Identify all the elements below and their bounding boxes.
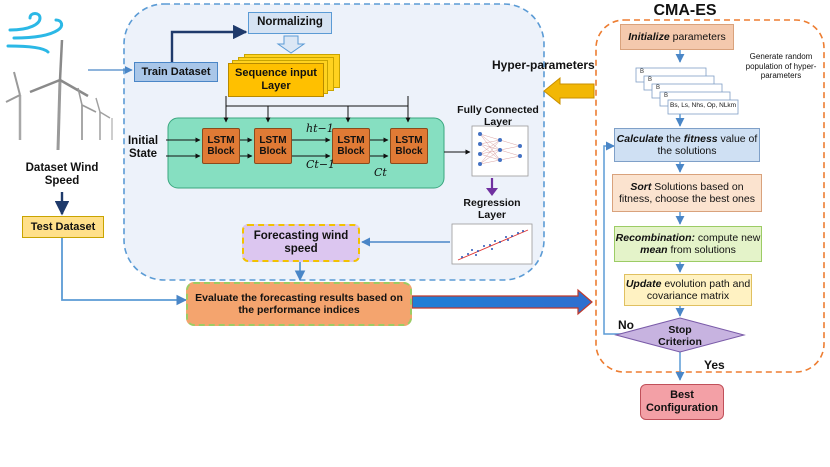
stack-line-last: Bs, Ls, Nhs, Op, NLkm bbox=[670, 102, 737, 109]
hyper-parameters-label: Hyper-parameters bbox=[492, 58, 595, 72]
evaluate-box: Evaluate the forecasting results based o… bbox=[186, 282, 412, 326]
stack-line-1: B bbox=[640, 69, 645, 75]
fully-connected-label: Fully Connected Layer bbox=[457, 103, 539, 128]
stack-line-2: B bbox=[648, 77, 653, 83]
lstm-block-4: LSTM Block bbox=[390, 128, 428, 164]
generate-note: Generate random population of hyper-para… bbox=[745, 52, 817, 81]
test-dataset-box: Test Dataset bbox=[22, 216, 104, 238]
normalizing-box: Normalizing bbox=[248, 12, 332, 34]
down-hollow-arrow bbox=[276, 35, 306, 54]
evaluate-to-cmaes-arrow bbox=[411, 288, 593, 316]
hyper-parameters-arrow bbox=[543, 76, 595, 106]
c-prev-label: Ct−1 bbox=[306, 158, 336, 171]
sort-box: Sort Solutions based on fitness, choose … bbox=[612, 174, 762, 212]
forecasting-box: Forecasting wind speed bbox=[242, 224, 360, 262]
h-prev-label: ht−1 bbox=[306, 122, 334, 135]
initialize-box: Initialize parameters bbox=[620, 24, 734, 50]
yes-label: Yes bbox=[704, 358, 725, 372]
sequence-input-stack: Sequence input Layer bbox=[228, 54, 348, 98]
regression-plot-icon bbox=[451, 223, 533, 265]
evaluate-kw: Evaluate bbox=[195, 291, 239, 304]
stop-criterion-label: Stop Criterion bbox=[658, 323, 702, 348]
best-configuration-box: Best Configuration bbox=[640, 384, 724, 420]
hyper-parameter-stack bbox=[635, 67, 739, 115]
lstm-block-2: LSTM Block bbox=[254, 128, 292, 164]
train-dataset-box: Train Dataset bbox=[134, 62, 218, 82]
cmaes-title: CMA-ES bbox=[653, 1, 717, 19]
no-label: No bbox=[618, 318, 634, 332]
initial-state-label: Initial State bbox=[127, 134, 159, 160]
stack-line-3: B bbox=[656, 85, 661, 91]
neural-network-icon bbox=[471, 125, 529, 177]
lstm-block-3: LSTM Block bbox=[332, 128, 370, 164]
stop-criterion-diamond bbox=[614, 317, 746, 353]
dataset-wind-speed-label: Dataset Wind Speed bbox=[25, 161, 99, 187]
recombination-box: Recombination: compute new mean from sol… bbox=[614, 226, 762, 262]
lstm-block-1: LSTM Block bbox=[202, 128, 240, 164]
evaluate-rest: the forecasting results based on the per… bbox=[238, 291, 403, 316]
stack-line-4: B bbox=[664, 93, 669, 99]
update-box: Update evolution path and covariance mat… bbox=[624, 274, 752, 306]
wind-icon bbox=[6, 12, 64, 54]
fitness-box: Calculate the fitness value of the solut… bbox=[614, 128, 760, 162]
c-label: Ct bbox=[374, 166, 387, 179]
regression-layer-label: Regression Layer bbox=[463, 196, 521, 221]
wind-turbine-icon bbox=[5, 39, 113, 151]
normalizing-label: Normalizing bbox=[257, 16, 323, 29]
sequence-input-layer: Sequence input Layer bbox=[228, 63, 324, 97]
